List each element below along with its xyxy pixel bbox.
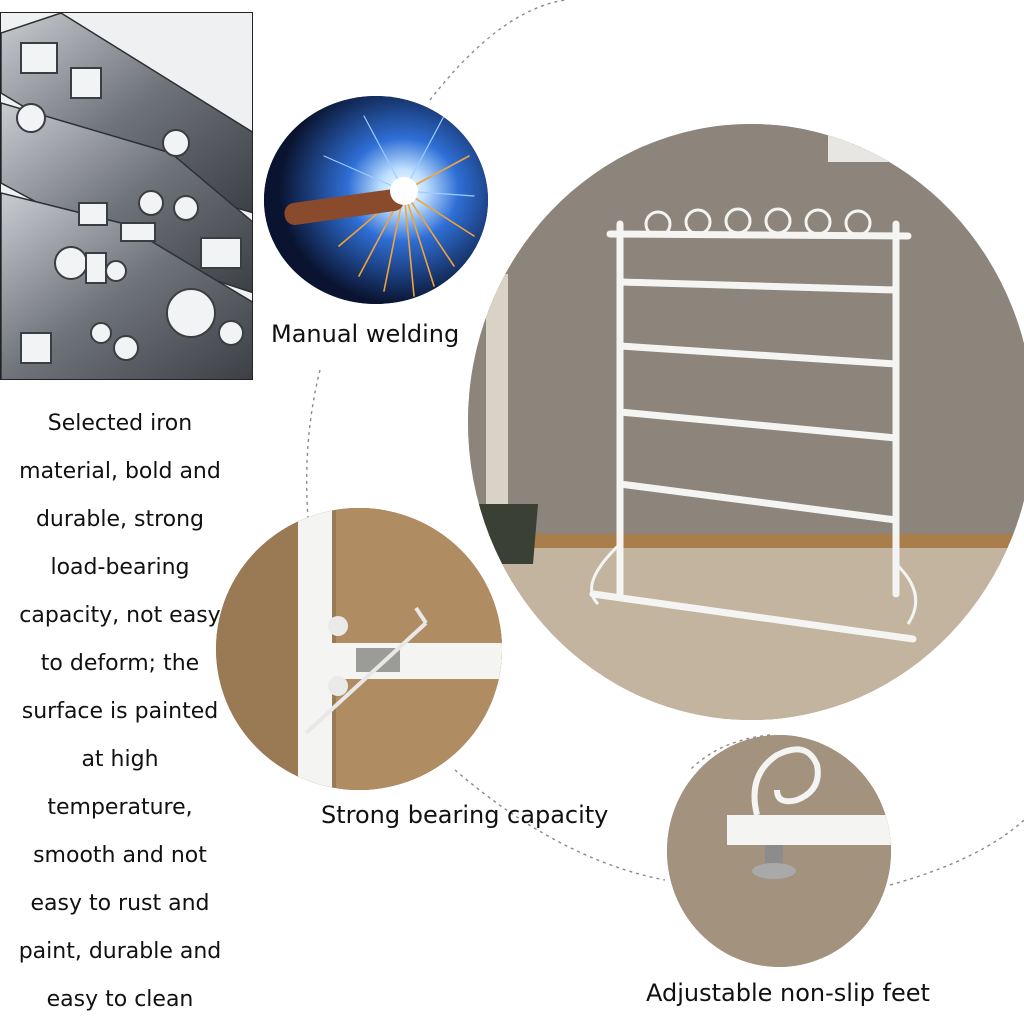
description-line: at high	[81, 747, 159, 772]
caption-manual-welding: Manual welding	[271, 320, 460, 348]
description-line: durable, strong	[35, 507, 205, 532]
display-rack-photo	[468, 124, 1024, 720]
description-line: capacity, not easy	[19, 603, 221, 628]
description-line: surface is painted	[21, 699, 219, 724]
description-line: easy to clean	[46, 987, 194, 1012]
welding-sparks-photo	[264, 96, 488, 304]
description-line: material, bold and	[19, 459, 221, 484]
material-description: Selected iron material, bold and durable…	[0, 400, 240, 1024]
adjustable-foot-photo	[667, 735, 891, 967]
steel-pipes-photo	[0, 12, 253, 380]
description-line: to deform; the	[40, 651, 200, 676]
description-line: load-bearing	[50, 555, 190, 580]
description-line: Selected iron	[47, 411, 193, 436]
hook-closeup-photo	[216, 508, 502, 790]
caption-adjustable-feet: Adjustable non-slip feet	[646, 979, 930, 1007]
caption-strong-bearing: Strong bearing capacity	[321, 801, 609, 829]
description-line: temperature,	[47, 795, 193, 820]
description-line: easy to rust and	[30, 891, 210, 916]
description-line: smooth and not	[33, 843, 207, 868]
description-line: paint, durable and	[18, 939, 222, 964]
